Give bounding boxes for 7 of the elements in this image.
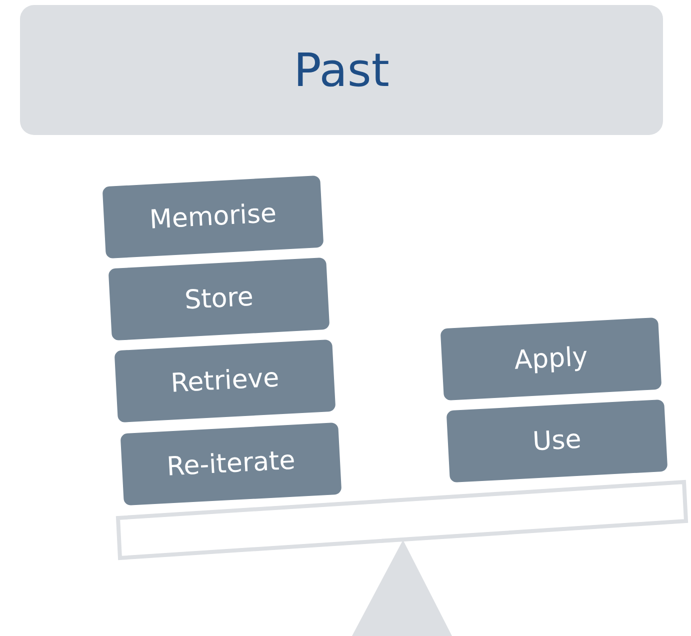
title-banner: Past <box>20 5 663 135</box>
word-block: Retrieve <box>114 339 336 423</box>
word-block: Use <box>446 399 668 483</box>
word-block: Apply <box>440 317 662 401</box>
word-block: Re-iterate <box>120 422 342 506</box>
word-block: Store <box>108 257 330 341</box>
word-block: Memorise <box>102 175 324 259</box>
